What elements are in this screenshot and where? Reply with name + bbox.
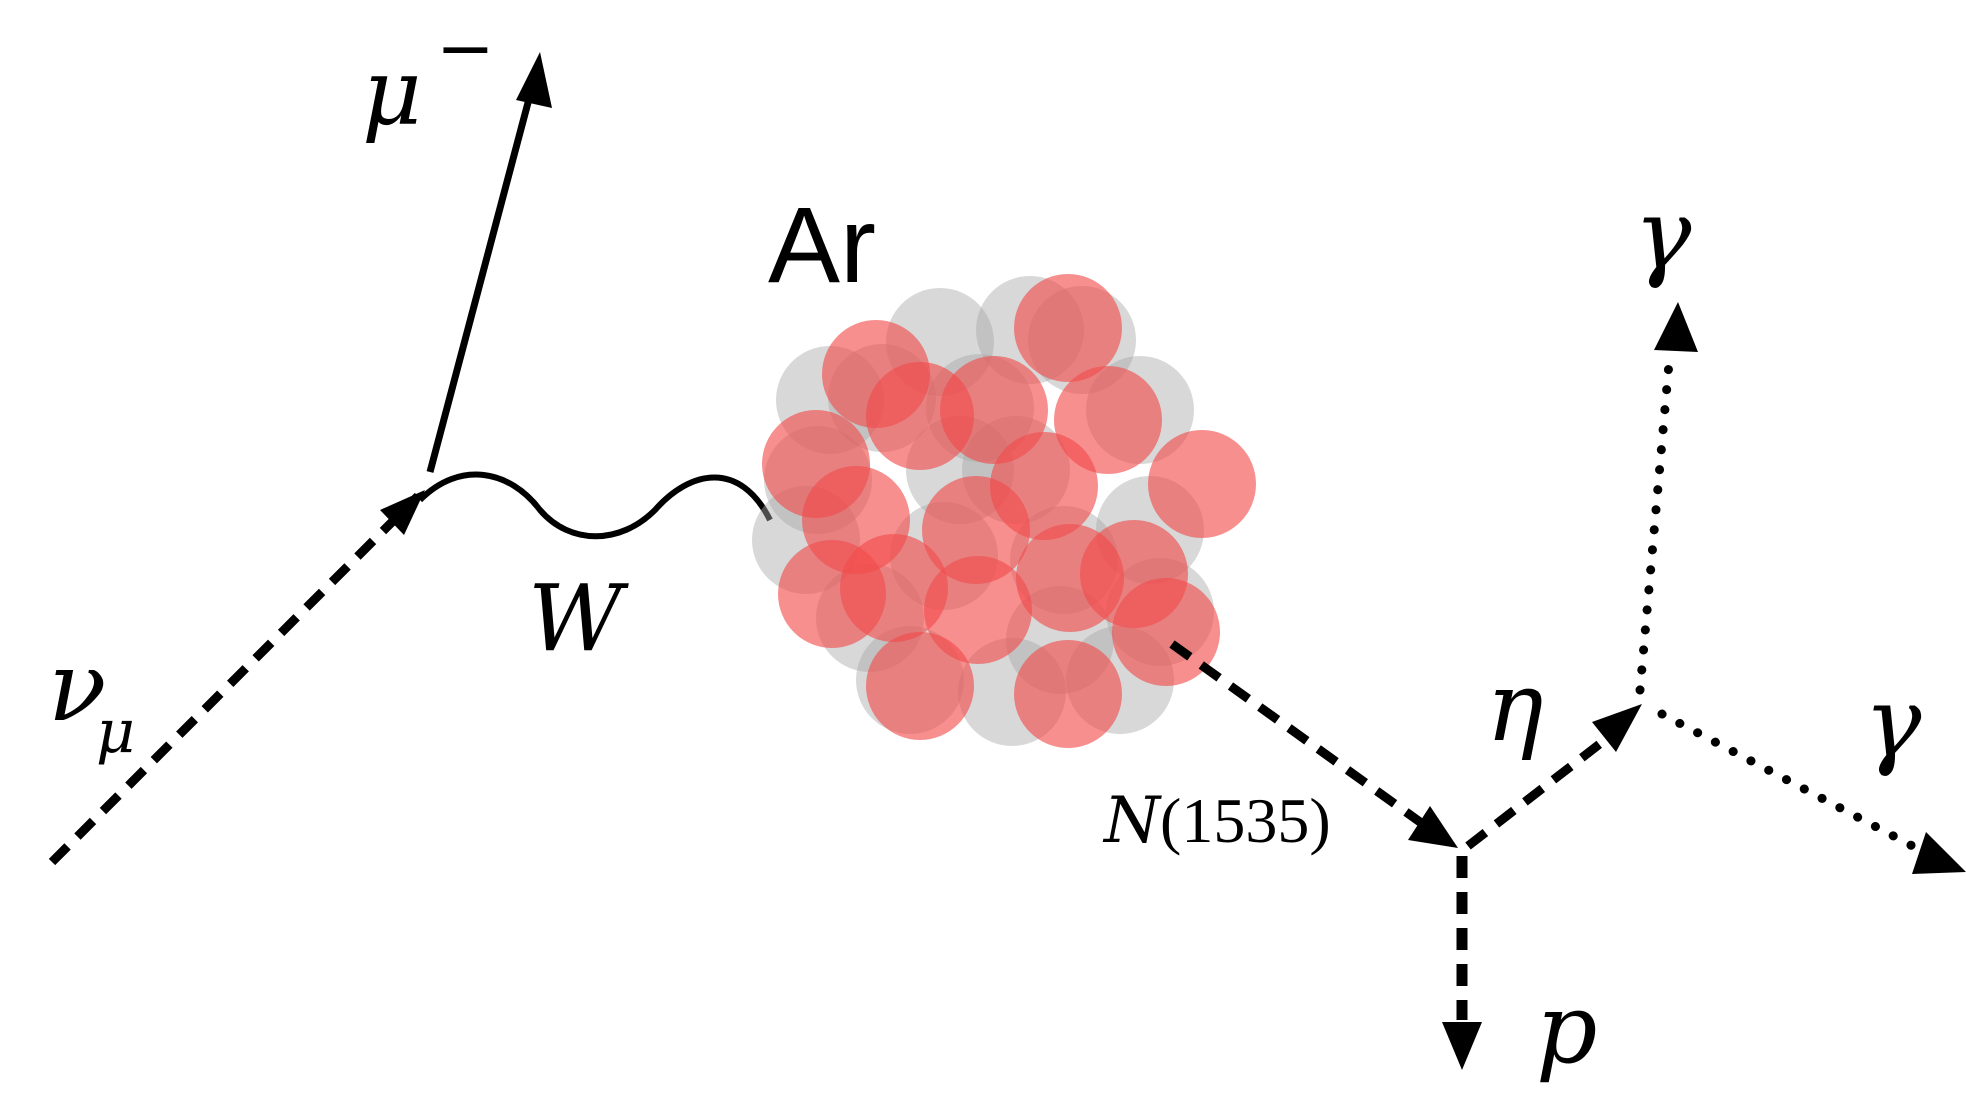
- proton-nucleon: [840, 534, 948, 642]
- proton-nucleon: [990, 432, 1098, 540]
- proton-nucleon: [866, 632, 974, 740]
- neutrino-label: ν: [48, 631, 106, 743]
- proton-label: p: [1536, 973, 1597, 1085]
- neutrino-arrowhead: [380, 490, 425, 535]
- resonance-label-mass: (1535): [1160, 785, 1331, 856]
- argon-nucleus: [752, 274, 1256, 748]
- photon-top-label: γ: [1634, 179, 1692, 291]
- eta-arrowhead: [1592, 704, 1642, 752]
- muon-superscript: −: [436, 7, 495, 89]
- muon-label: μ: [362, 39, 422, 146]
- photon-right-label: γ: [1864, 667, 1922, 779]
- photon-top-line: [1635, 347, 1675, 695]
- eta-line: [1465, 732, 1613, 850]
- proton-nucleon: [1014, 640, 1122, 748]
- nucleus-label: Ar: [768, 184, 876, 305]
- resonance-label: N(1535): [1102, 784, 1331, 858]
- proton-nucleon: [1148, 430, 1256, 538]
- w-boson-line: [417, 471, 773, 540]
- photon-top-arrowhead: [1654, 302, 1698, 352]
- proton-nucleon: [940, 356, 1048, 464]
- muon-arrowhead: [516, 52, 552, 108]
- eta-label: η: [1486, 651, 1544, 763]
- photon-right-arrowhead: [1912, 832, 1966, 874]
- proton-nucleon: [1014, 274, 1122, 382]
- neutrino-subscript: μ: [96, 697, 135, 767]
- neutrino-line: [48, 492, 422, 866]
- w-boson-label: W: [528, 565, 629, 672]
- proton-arrowhead: [1442, 1022, 1482, 1070]
- muon-line: [426, 79, 538, 473]
- proton-nucleon: [1112, 578, 1220, 686]
- photon-right-line: [1657, 709, 1925, 855]
- resonance-line: [1169, 640, 1423, 826]
- proton-nucleon: [924, 556, 1032, 664]
- resonance-arrowhead: [1408, 806, 1458, 848]
- resonance-label-n: N: [1102, 784, 1162, 858]
